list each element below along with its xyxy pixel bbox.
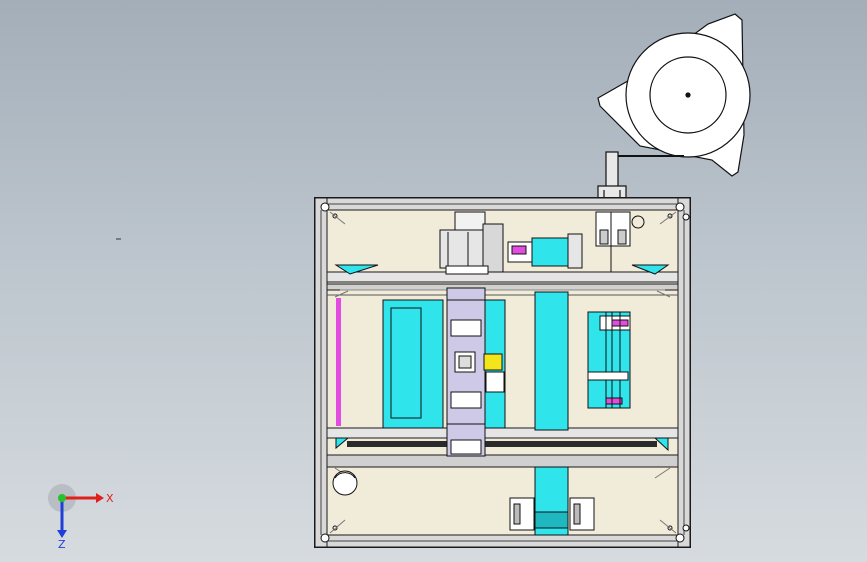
corner-bolts bbox=[320, 202, 690, 543]
roller-cap bbox=[567, 233, 583, 269]
upper-rail bbox=[326, 271, 679, 283]
clamp-yellow bbox=[483, 353, 503, 371]
motor-base bbox=[445, 265, 489, 275]
corner-gusset bbox=[653, 437, 669, 452]
board-connector bbox=[587, 371, 629, 381]
clamp-side bbox=[485, 371, 505, 393]
orientation-triad[interactable]: X Z bbox=[44, 480, 124, 550]
corner-gusset bbox=[631, 264, 670, 275]
y-axis-dot bbox=[58, 494, 66, 502]
left-pad-window bbox=[390, 307, 422, 419]
corner-gusset bbox=[335, 437, 350, 450]
carriage[interactable] bbox=[446, 287, 506, 457]
carriage-foot bbox=[450, 439, 482, 455]
spool-support-post bbox=[605, 151, 619, 189]
conveyor-end-block bbox=[534, 511, 569, 529]
sensor-board[interactable] bbox=[587, 311, 631, 409]
machine-frame[interactable] bbox=[314, 197, 691, 548]
corner-gusset bbox=[334, 264, 379, 275]
spool-hub bbox=[685, 92, 691, 98]
x-axis-label: X bbox=[106, 492, 114, 505]
drive-roller bbox=[531, 237, 571, 267]
z-axis-label: Z bbox=[58, 538, 66, 550]
motor-assembly[interactable] bbox=[439, 211, 583, 275]
conveyor-belt-vertical[interactable] bbox=[534, 291, 569, 431]
belt-track bbox=[347, 441, 657, 447]
bottom-brackets bbox=[509, 497, 595, 531]
coupling-pink bbox=[511, 245, 527, 255]
left-side-strip bbox=[336, 298, 341, 426]
motor-end bbox=[482, 223, 504, 273]
x-axis-arrow bbox=[96, 493, 104, 503]
lower-rail bbox=[326, 427, 679, 439]
z-axis-arrow bbox=[57, 530, 67, 538]
lower-rail-2 bbox=[326, 454, 679, 468]
left-pad[interactable] bbox=[382, 299, 444, 429]
access-hole-arc bbox=[334, 472, 356, 479]
sensor-bracket-top bbox=[595, 211, 645, 272]
carriage-block bbox=[450, 391, 482, 409]
upper-rail-2 bbox=[326, 283, 679, 291]
carriage-hex bbox=[458, 355, 472, 369]
access-hole bbox=[332, 470, 358, 496]
carriage-block bbox=[450, 319, 482, 337]
motor-flange bbox=[454, 211, 486, 233]
tape-spool[interactable] bbox=[597, 13, 751, 205]
